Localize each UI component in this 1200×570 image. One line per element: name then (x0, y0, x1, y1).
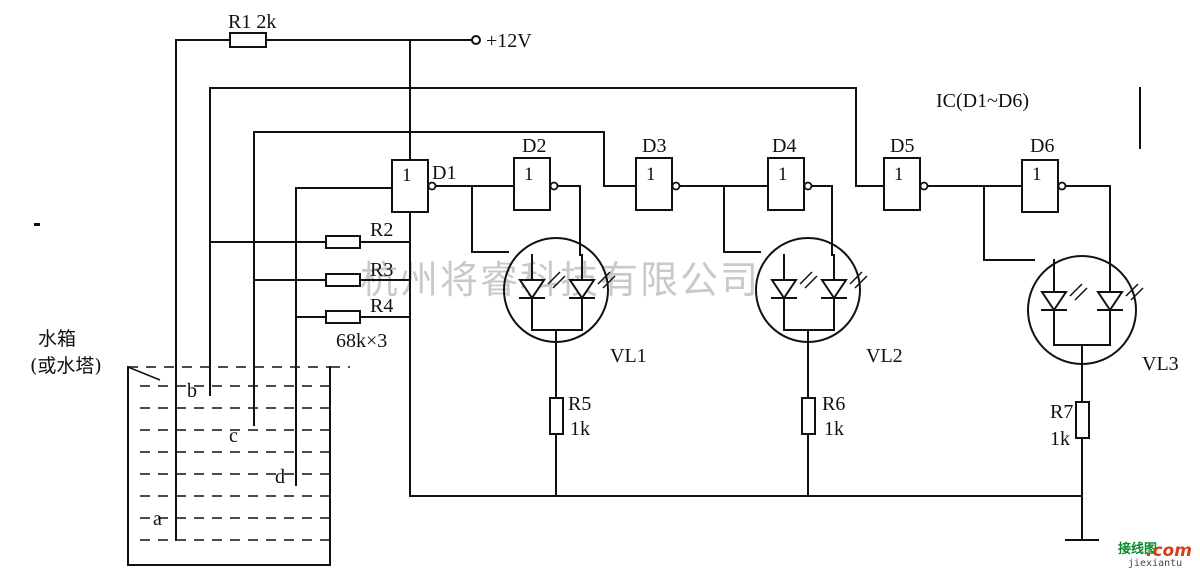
r3 (253, 273, 411, 287)
r5 (549, 397, 564, 461)
probe-c-label: c (229, 425, 238, 447)
gate-d3-symbol: 1 (646, 164, 656, 185)
gate-d1-label: D1 (432, 162, 456, 184)
logo-cn: 接线图 (1118, 541, 1157, 557)
r6 (801, 397, 816, 461)
r2-label: R2 (370, 219, 393, 241)
r234-value: 68k×3 (336, 330, 387, 352)
r7 (1075, 401, 1090, 473)
r4-label: R4 (370, 295, 393, 317)
logo-com: .com (1146, 541, 1192, 561)
bus-wires (209, 87, 1141, 189)
supply-label: +12V (486, 30, 532, 52)
led-vl2 (755, 237, 868, 399)
gate-d3-label: D3 (642, 135, 666, 157)
gate-d2-label: D2 (522, 135, 546, 157)
r4 (295, 310, 411, 324)
probe-a-label: a (153, 508, 162, 530)
water-tank (127, 366, 350, 566)
led-vl3-label: VL3 (1142, 353, 1179, 375)
probe-d-label: d (275, 466, 285, 488)
gate-d4-symbol: 1 (778, 164, 788, 185)
r3-label: R3 (370, 259, 393, 281)
tank-title: 水箱 (38, 328, 76, 350)
gate-d5-label: D5 (890, 135, 914, 157)
r6-label: R6 (822, 393, 845, 415)
r5-value: 1k (570, 418, 590, 440)
gate-d2-symbol: 1 (524, 164, 534, 185)
led-vl1 (503, 237, 616, 399)
ground-wiring (409, 211, 1099, 541)
r1-label: R1 2k (228, 11, 276, 33)
gate-d6-symbol: 1 (1032, 164, 1042, 185)
r2 (209, 235, 411, 249)
site-logo: 接线图 .com jiexiantu (1118, 541, 1192, 569)
gate-d1 (391, 159, 473, 213)
watermark: 杭州将睿科技有限公司 (360, 258, 760, 302)
gate-d3 (635, 157, 769, 253)
led-vl1-label: VL1 (610, 345, 647, 367)
logo-url: jiexiantu (1128, 558, 1182, 569)
gate-d4-label: D4 (772, 135, 796, 157)
gate-d6 (1021, 159, 1111, 263)
r6-value: 1k (824, 418, 844, 440)
gate-d2 (471, 157, 581, 256)
led-vl3 (1027, 255, 1144, 403)
gate-d6-label: D6 (1030, 135, 1054, 157)
r7-value: 1k (1050, 428, 1070, 450)
gate-d4 (767, 157, 833, 256)
gate-d5-symbol: 1 (894, 164, 904, 185)
stray-mark (34, 223, 40, 226)
led-vl2-label: VL2 (866, 345, 903, 367)
probe-b-label: b (187, 380, 197, 402)
tank-subtitle: (或水塔) (30, 355, 102, 377)
gate-d5 (883, 157, 1035, 261)
supply-wiring (175, 32, 481, 161)
r5-label: R5 (568, 393, 591, 415)
ic-label: IC(D1~D6) (936, 90, 1029, 112)
r7-label: R7 (1050, 401, 1073, 423)
gate-d1-symbol: 1 (402, 165, 412, 186)
